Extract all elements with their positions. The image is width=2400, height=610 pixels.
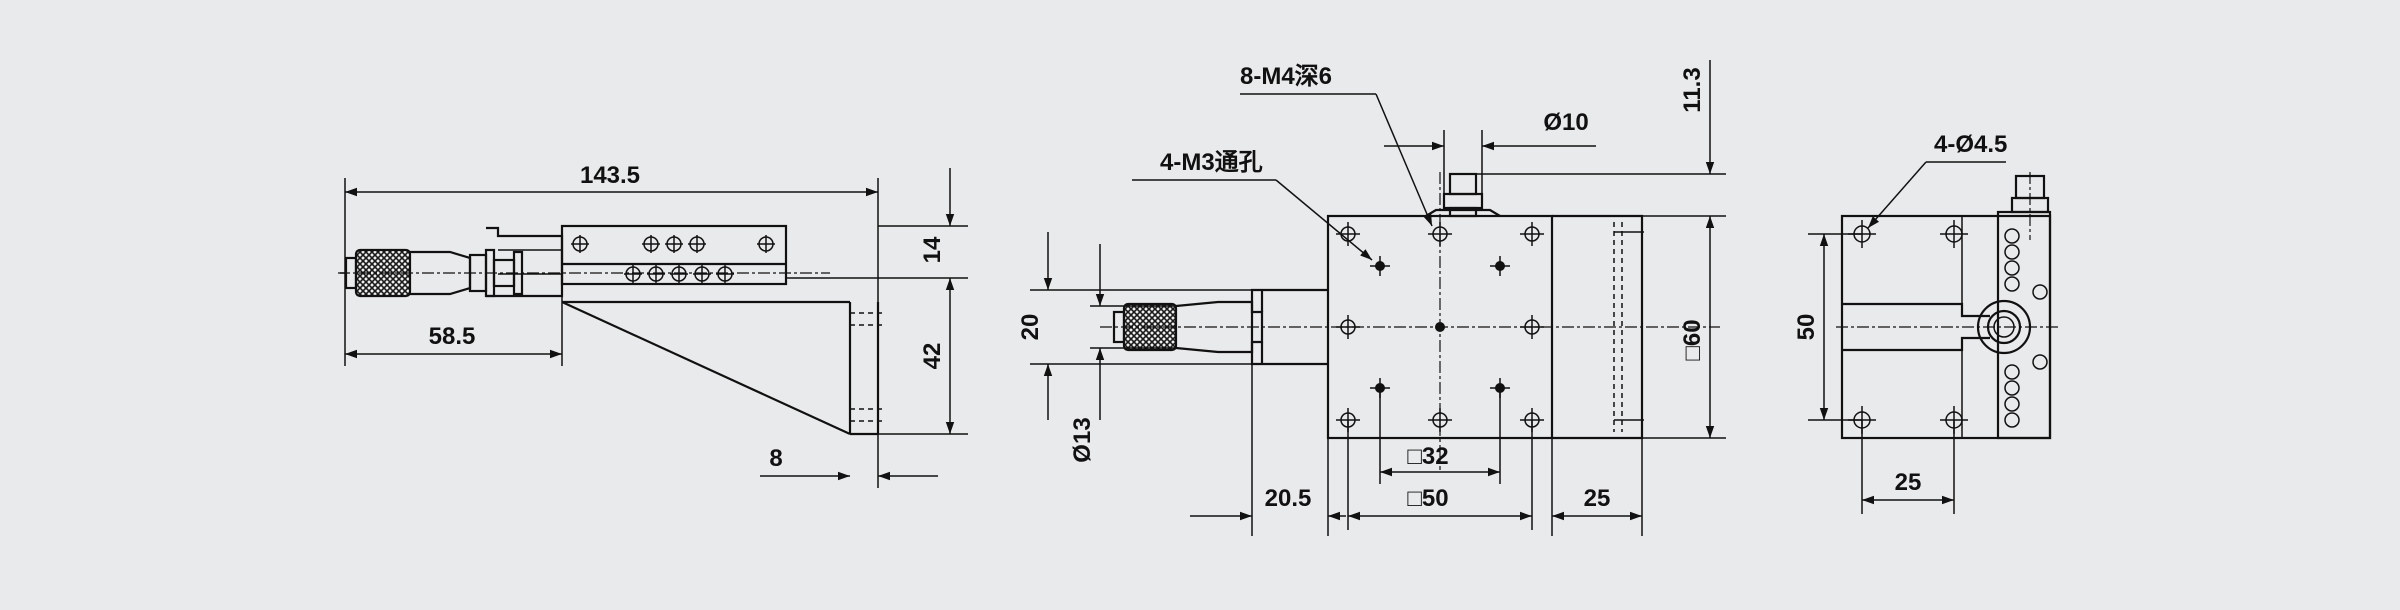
dim-outer-hole-pattern: □50 [1407, 485, 1448, 512]
dim-bracket-thickness: 8 [769, 445, 782, 472]
note-tapped-holes: 8-M4深6 [1240, 63, 1332, 90]
dim-micrometer-offset: 20 [1017, 314, 1044, 341]
note-mount-holes: 4-Ø4.5 [1934, 131, 2007, 158]
end-view: 4-Ø4.5 50 25 [1793, 131, 2058, 514]
dim-hole-spacing-h: 25 [1895, 469, 1922, 496]
dim-bracket-width: 25 [1584, 485, 1611, 512]
dim-overhang: 20.5 [1265, 485, 1312, 512]
screw-icon [571, 235, 775, 283]
dim-knob-height: 11.3 [1679, 67, 1706, 112]
lock-knob [1448, 172, 1478, 196]
dim-knob-diameter: Ø10 [1543, 109, 1588, 136]
note-through-holes: 4-M3通孔 [1160, 149, 1263, 176]
bearing-icon [2004, 228, 2048, 428]
side-view: 143.5 58.5 14 42 8 [338, 162, 968, 488]
dim-hole-spacing-v: 50 [1793, 314, 1820, 341]
front-view: 8-M4深6 4-M3通孔 Ø10 11.3 □60 20 Ø13 [1017, 60, 1726, 536]
dim-stage-size: □60 [1679, 319, 1706, 360]
dim-bracket-height: 42 [919, 343, 946, 370]
dim-barrel-diameter: Ø13 [1069, 417, 1096, 462]
dim-micrometer-length: 58.5 [429, 323, 476, 350]
dim-inner-hole-pattern: □32 [1407, 443, 1448, 470]
dim-total-length: 143.5 [580, 162, 640, 189]
dim-stage-height: 14 [919, 236, 946, 263]
